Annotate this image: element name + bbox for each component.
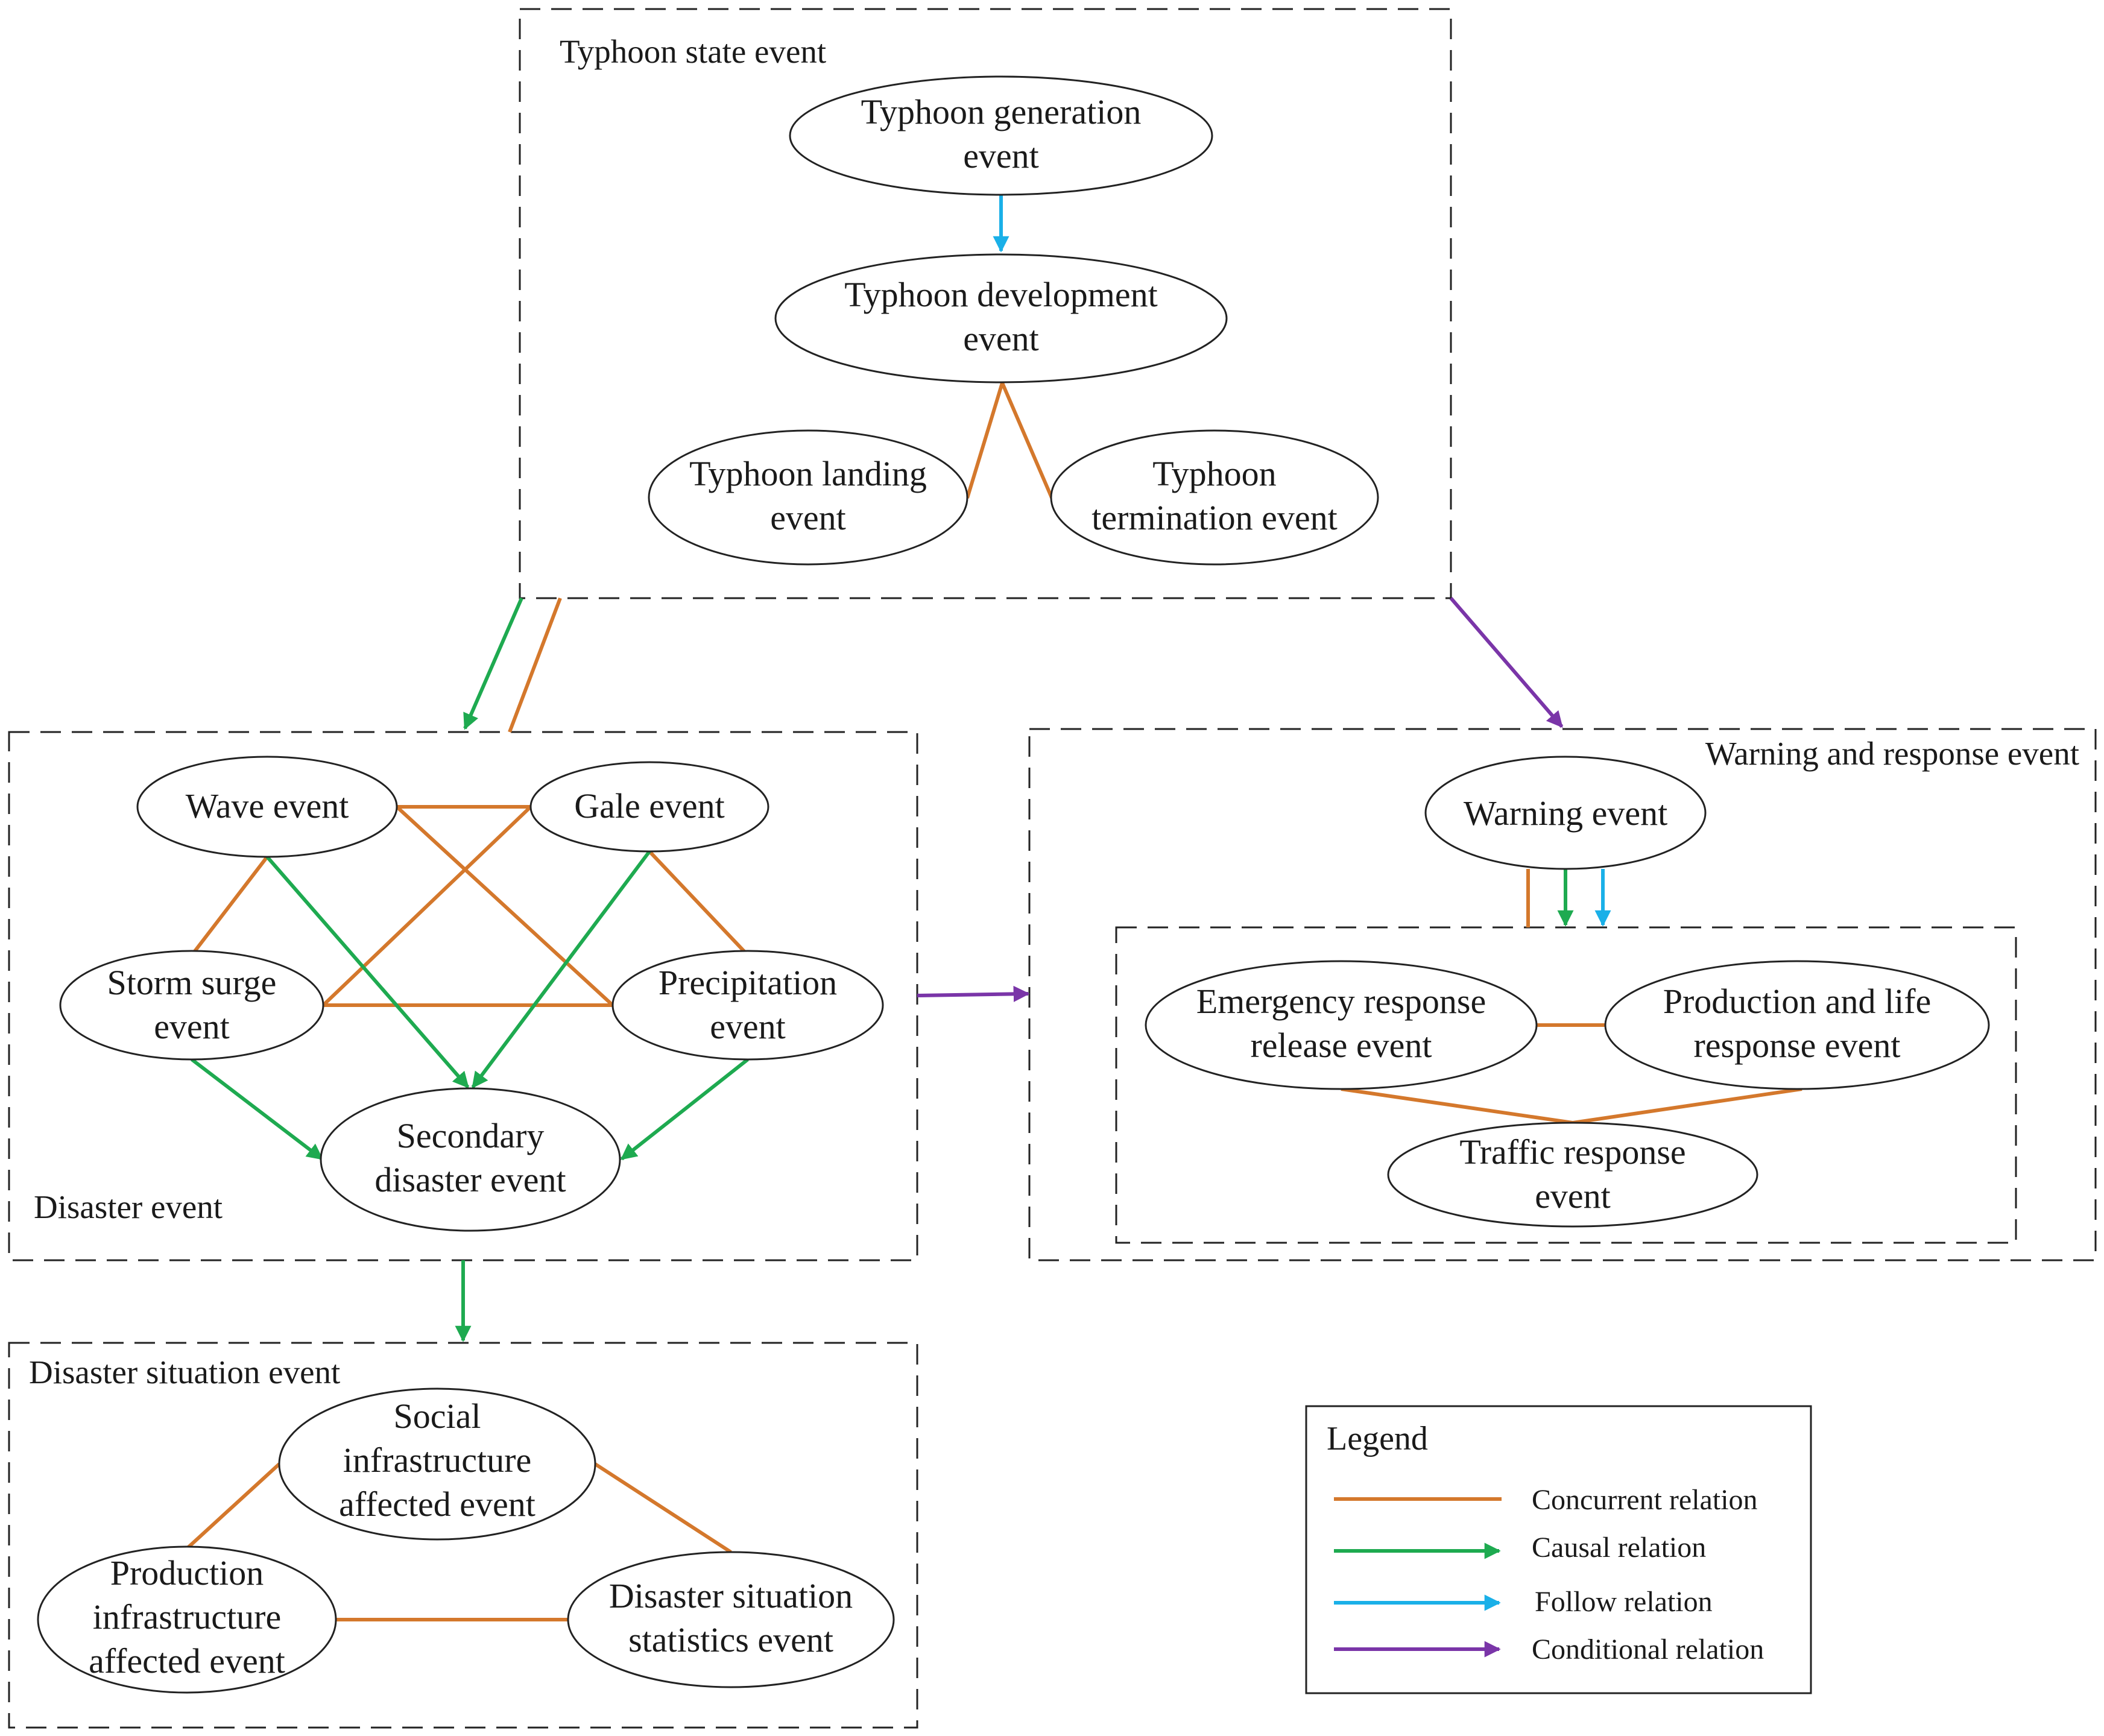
node-production-infrastructure: Production infrastructure affected event: [37, 1545, 337, 1694]
node-warning: Warning event: [1424, 756, 1707, 870]
concurrent-edge-emergency-traffic: [1341, 1087, 1573, 1125]
node-typhoon-generation-line2: event: [963, 136, 1039, 175]
disaster-situation-group-label: Disaster situation event: [29, 1354, 340, 1390]
concurrent-edge-development-termination: [1000, 382, 1055, 502]
node-disaster-statistics-line1: Disaster situation: [609, 1576, 853, 1615]
concurrent-edge-gale-precipitation: [648, 850, 750, 957]
node-wave-line1: Wave event: [186, 786, 349, 825]
node-typhoon-development: Typhoon development event: [774, 253, 1228, 383]
warning-response-group-label: Warning and response event: [1705, 735, 2079, 772]
node-typhoon-landing-line1: Typhoon landing: [689, 454, 927, 493]
node-typhoon-landing: Typhoon landing event: [648, 429, 968, 566]
node-gale: Gale event: [529, 761, 769, 853]
node-storm-surge: Storm surge event: [59, 950, 324, 1061]
legend: Legend Concurrent relation Causal relati…: [1305, 1405, 1812, 1694]
node-disaster-statistics-line2: statistics event: [628, 1620, 833, 1659]
concurrent-edge-wave-precipitation: [395, 805, 614, 1007]
node-typhoon-termination: Typhoon termination event: [1050, 429, 1379, 566]
legend-causal-label: Causal relation: [1532, 1532, 1706, 1564]
node-production-life-response-line2: response event: [1693, 1026, 1900, 1065]
concurrent-edge-wave-stormsurge: [190, 856, 269, 956]
concurrent-edge-production-traffic: [1572, 1087, 1802, 1125]
node-typhoon-generation-line1: Typhoon generation: [861, 92, 1142, 131]
concurrent-edge-development-landing: [965, 382, 1004, 499]
node-typhoon-termination-line2: termination event: [1091, 498, 1337, 537]
typhoon-state-group: [519, 8, 1452, 599]
node-precipitation-line1: Precipitation: [659, 963, 837, 1002]
node-emergency-release-line1: Emergency response: [1196, 982, 1486, 1021]
node-secondary-disaster: Secondary disaster event: [320, 1087, 621, 1232]
conditional-edge-typhoon-to-warning: [1449, 597, 1564, 728]
typhoon-state-group-label: Typhoon state event: [560, 33, 826, 70]
disaster-situation-group: [8, 1342, 918, 1729]
causal-edge-gale-secondary: [471, 850, 651, 1089]
node-traffic-response-line1: Traffic response: [1459, 1132, 1685, 1172]
legend-title: Legend: [1327, 1420, 1428, 1457]
node-warning-line1: Warning event: [1464, 794, 1667, 833]
node-storm-surge-line2: event: [154, 1007, 230, 1046]
response-subgroup: [1115, 926, 2017, 1244]
legend-concurrent-label: Concurrent relation: [1532, 1484, 1758, 1516]
node-social-infrastructure-line2: infrastructure: [343, 1441, 531, 1480]
node-production-infrastructure-line2: infrastructure: [93, 1597, 281, 1637]
node-typhoon-development-line2: event: [963, 319, 1039, 358]
node-secondary-disaster-line1: Secondary: [397, 1116, 545, 1155]
node-social-infrastructure-line1: Social: [394, 1397, 481, 1436]
edges: [185, 195, 1802, 1621]
causal-edge-wave-secondary: [265, 856, 470, 1089]
node-typhoon-termination-line1: Typhoon: [1152, 454, 1276, 493]
node-emergency-release-line2: release event: [1250, 1026, 1432, 1065]
conditional-edge-disaster-to-warning: [917, 985, 1030, 1002]
node-production-life-response-line1: Production and life: [1663, 982, 1932, 1021]
node-typhoon-generation: Typhoon generation event: [789, 75, 1213, 196]
concurrent-edge-social-statistics: [594, 1462, 732, 1554]
node-storm-surge-line1: Storm surge: [107, 963, 277, 1002]
node-production-infrastructure-line1: Production: [110, 1553, 264, 1592]
node-traffic-response-line2: event: [1535, 1176, 1611, 1216]
node-precipitation-line2: event: [710, 1007, 786, 1046]
node-secondary-disaster-line2: disaster event: [374, 1160, 566, 1199]
legend-follow-label: Follow relation: [1535, 1586, 1713, 1618]
node-typhoon-landing-line2: event: [770, 498, 846, 537]
node-production-infrastructure-line3: affected event: [89, 1641, 285, 1681]
node-social-infrastructure-line3: affected event: [339, 1485, 535, 1524]
node-traffic-response: Traffic response event: [1387, 1122, 1758, 1228]
disaster-group-label: Disaster event: [34, 1188, 223, 1225]
node-precipitation: Precipitation event: [611, 950, 884, 1061]
concurrent-edge-social-production: [185, 1462, 281, 1550]
node-social-infrastructure: Social infrastructure affected event: [278, 1387, 596, 1541]
node-disaster-statistics: Disaster situation statistics event: [567, 1551, 895, 1688]
causal-edge-typhoon-to-disaster: [463, 597, 523, 730]
node-production-life-response: Production and life response event: [1604, 960, 1990, 1090]
node-gale-line1: Gale event: [574, 786, 725, 825]
causal-edge-stormsurge-secondary: [191, 1058, 324, 1161]
node-emergency-release: Emergency response release event: [1145, 960, 1538, 1090]
concurrent-edge-gale-stormsurge: [321, 805, 532, 1007]
concurrent-edge-typhoon-to-disaster: [508, 597, 562, 733]
causal-edge-precipitation-secondary: [620, 1058, 749, 1161]
node-typhoon-development-line1: Typhoon development: [844, 275, 1157, 314]
node-wave: Wave event: [136, 756, 398, 858]
legend-conditional-label: Conditional relation: [1532, 1633, 1764, 1665]
